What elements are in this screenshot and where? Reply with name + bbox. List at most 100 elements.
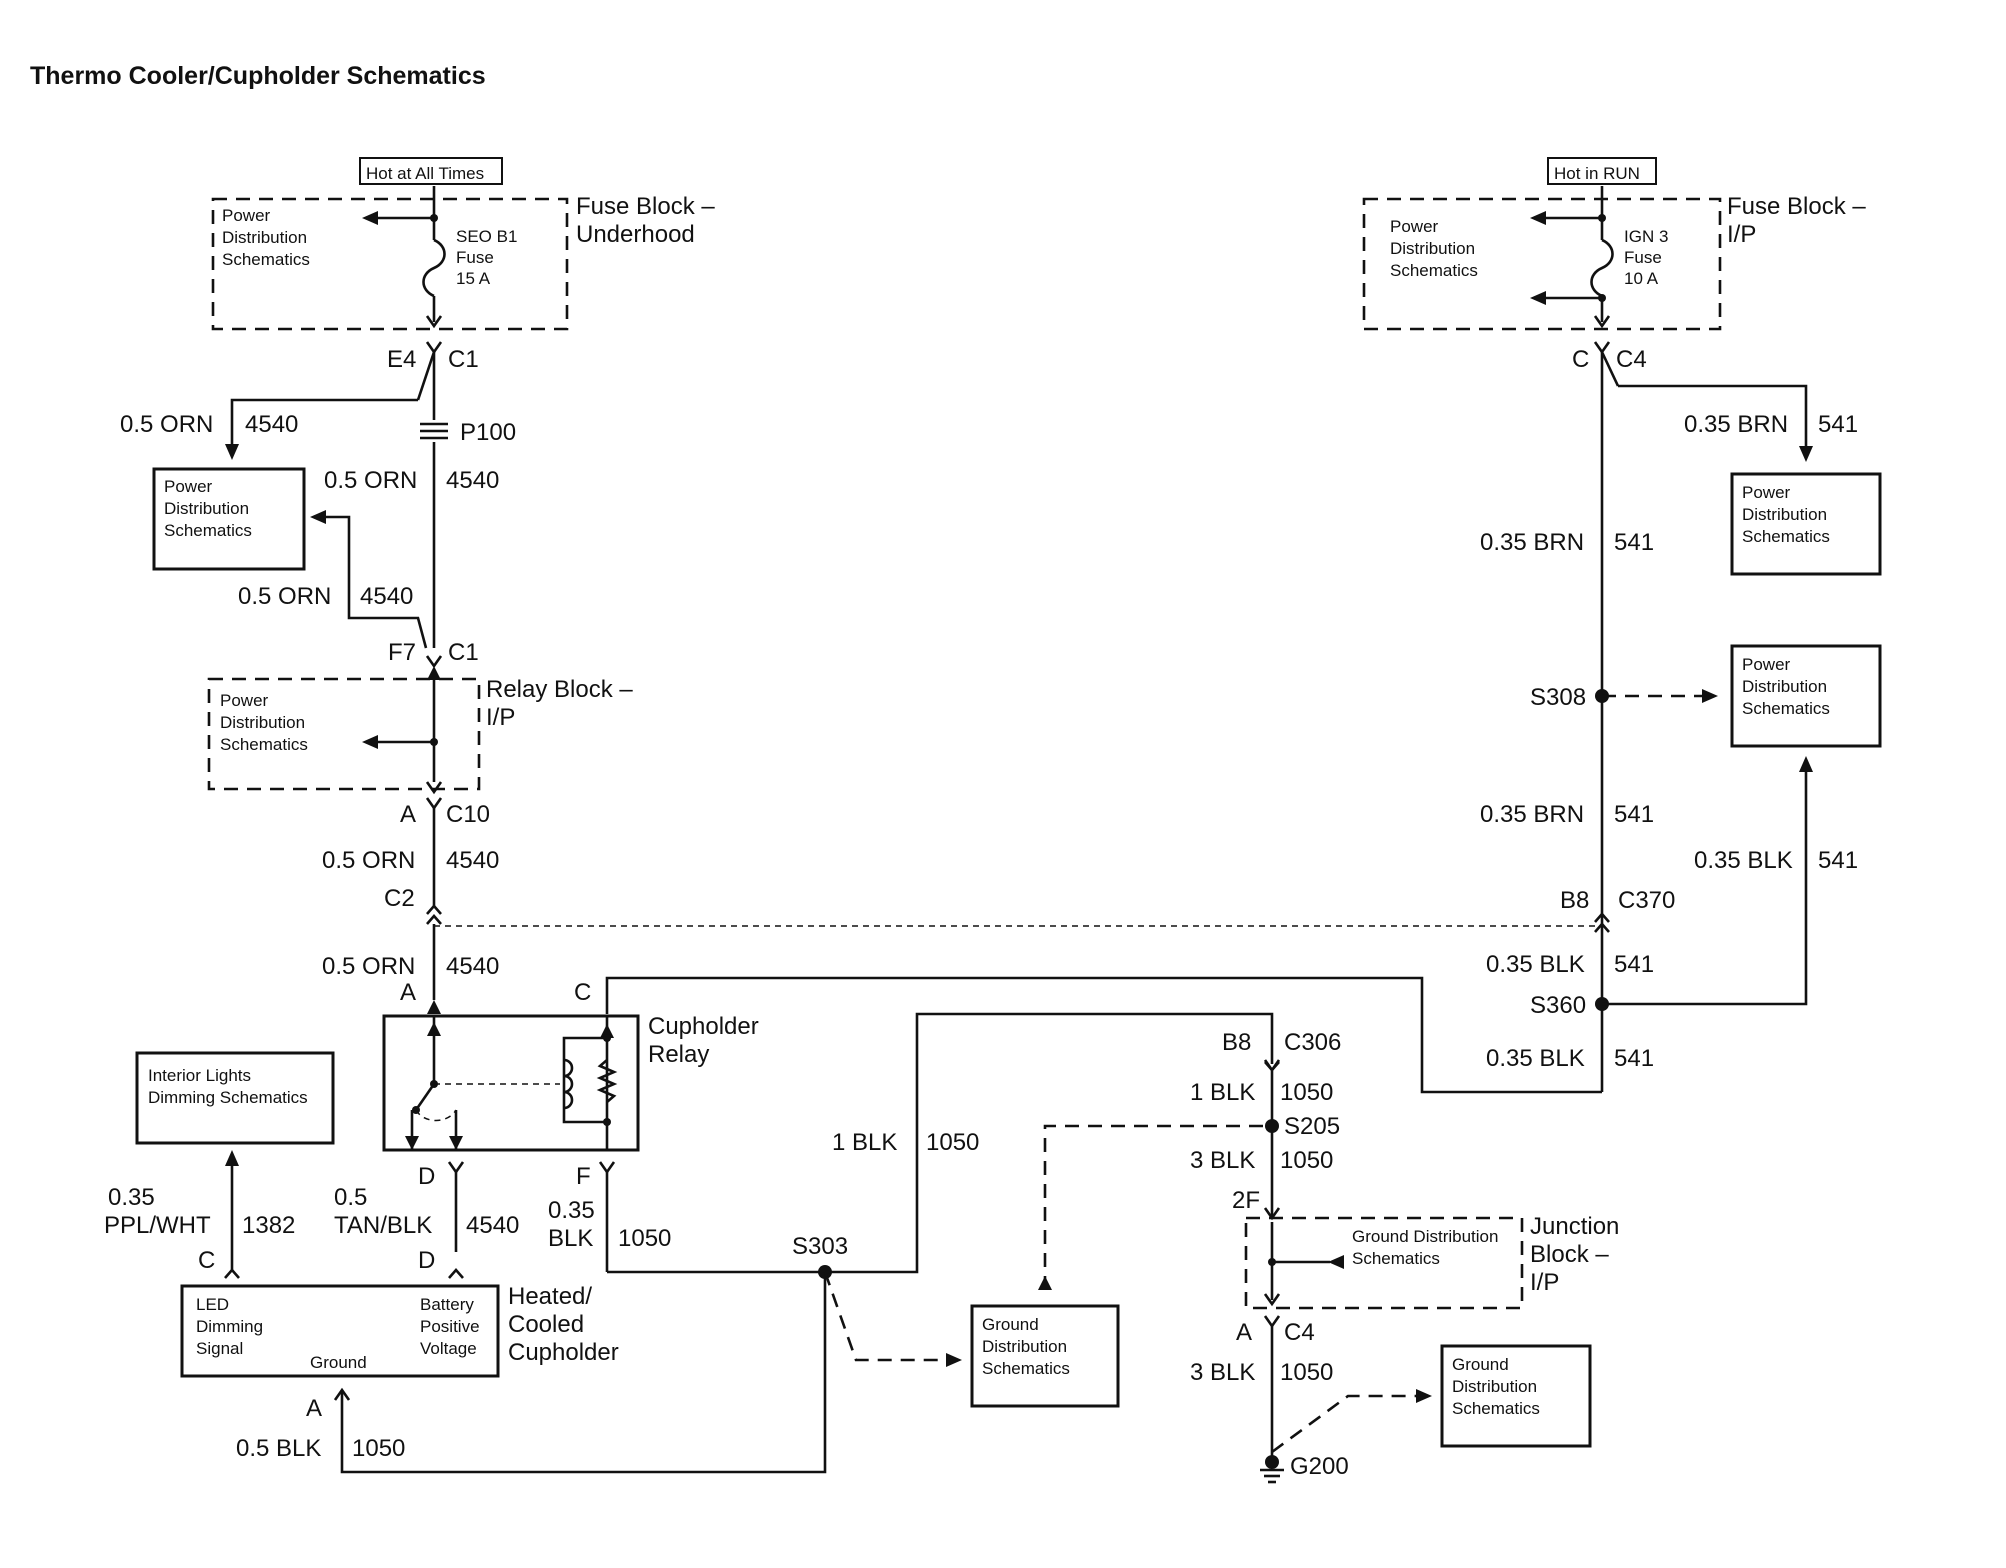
circuit-label: 4540 <box>446 953 499 980</box>
cupholder-relay-box <box>382 1014 640 1152</box>
wire-label: BLK <box>548 1225 593 1252</box>
hot-at-all-times-tag <box>359 157 503 185</box>
wire-label: 1 BLK <box>832 1129 897 1156</box>
wire-label: 0.35 BLK <box>1486 951 1585 978</box>
connector-c: C <box>574 979 591 1006</box>
power-distribution-box <box>1730 472 1882 576</box>
fuse-symbol-icon <box>1590 238 1614 298</box>
wire-label: 0.5 ORN <box>322 953 415 980</box>
wire-label: 0.35 <box>548 1197 595 1224</box>
ground-pin: Ground <box>310 1353 367 1372</box>
circuit-label: 1050 <box>1280 1147 1333 1174</box>
connector-p100: P100 <box>460 419 516 446</box>
relay-block-ip <box>207 677 481 791</box>
connector-c4: C4 <box>1284 1319 1315 1346</box>
power-distribution-box <box>1730 644 1882 748</box>
wire-label: 0.35 BRN <box>1480 801 1584 828</box>
arrow-down-icon <box>225 444 239 460</box>
circuit-label: 541 <box>1614 1045 1654 1072</box>
wire-label: 1 BLK <box>1190 1079 1255 1106</box>
circuit-label: 4540 <box>466 1212 519 1239</box>
wire-label: 0.5 ORN <box>120 411 213 438</box>
arrow-left-icon <box>310 510 326 524</box>
connector-c370: C370 <box>1618 887 1675 914</box>
relay-coil-icon <box>563 1058 574 1110</box>
connector-a: A <box>400 979 416 1006</box>
wire-label: 0.5 BLK <box>236 1435 321 1462</box>
circuit-label: 4540 <box>245 411 298 438</box>
splice-s308-label: S308 <box>1530 684 1586 711</box>
connector-c2: C2 <box>384 885 415 912</box>
connector-a: A <box>306 1395 322 1422</box>
arrow-left-icon <box>1530 211 1546 225</box>
hot-in-run-tag <box>1547 157 1657 185</box>
splice-s303-label: S303 <box>792 1233 848 1260</box>
ground-distribution-box <box>1440 1344 1592 1448</box>
diagram-title: Thermo Cooler/Cupholder Schematics <box>30 62 486 90</box>
arrow-right-icon <box>1702 689 1718 703</box>
circuit-label: 541 <box>1614 529 1654 556</box>
junction-block-ip <box>1244 1216 1524 1310</box>
connector-c1: C1 <box>448 346 479 373</box>
wire-label: 0.5 <box>334 1184 367 1211</box>
connector-c10: C10 <box>446 801 490 828</box>
connector-b8: B8 <box>1222 1029 1251 1056</box>
arrow-up-icon <box>1038 1276 1052 1290</box>
wire-label: 3 BLK <box>1190 1147 1255 1174</box>
wire-label: 0.35 BRN <box>1480 529 1584 556</box>
circuit-label: 4540 <box>360 583 413 610</box>
arrow-left-icon <box>362 735 378 749</box>
fuse-block-ip <box>1362 197 1722 331</box>
fuse-block-underhood <box>211 197 569 331</box>
circuit-label: 4540 <box>446 847 499 874</box>
wire-label: TAN/BLK <box>334 1212 432 1239</box>
circuit-label: 1050 <box>1280 1079 1333 1106</box>
arrow-down-icon <box>1799 446 1813 462</box>
fuse-block-ip-label: Fuse Block –I/P <box>1727 193 1866 248</box>
cupholder-box <box>180 1284 500 1378</box>
splice-s205 <box>1265 1119 1279 1133</box>
wire-label: 0.35 BLK <box>1486 1045 1585 1072</box>
connector-b8: B8 <box>1560 887 1589 914</box>
splice-s205-label: S205 <box>1284 1113 1340 1140</box>
connector-d: D <box>418 1163 435 1190</box>
relay-switch-icon <box>414 1083 436 1111</box>
arrow-up-icon <box>225 1150 239 1166</box>
resistor-icon <box>596 1059 618 1103</box>
connector-d: D <box>418 1247 435 1274</box>
connector-c: C <box>198 1247 215 1274</box>
connector-a: A <box>400 801 416 828</box>
ground-distribution-box <box>970 1304 1120 1408</box>
arrow-right-icon <box>1416 1389 1432 1403</box>
interior-lights-box <box>135 1051 335 1145</box>
connector-e4: E4 <box>387 346 416 373</box>
wire-label: 0.35 BLK <box>1694 847 1793 874</box>
circuit-label: 541 <box>1818 411 1858 438</box>
connector-a: A <box>1236 1319 1252 1346</box>
relay-block-label: Relay Block –I/P <box>486 676 633 731</box>
hot-at-all-times-label: Hot at All Times <box>366 164 484 183</box>
arrow-right-icon <box>946 1353 962 1367</box>
connector-c: C <box>1572 346 1589 373</box>
connector-c4: C4 <box>1616 346 1647 373</box>
splice-s360-label: S360 <box>1530 992 1586 1019</box>
arrow-left-icon <box>362 211 378 225</box>
wire-label: PPL/WHT <box>104 1212 211 1239</box>
ground-g200-label: G200 <box>1290 1453 1349 1480</box>
